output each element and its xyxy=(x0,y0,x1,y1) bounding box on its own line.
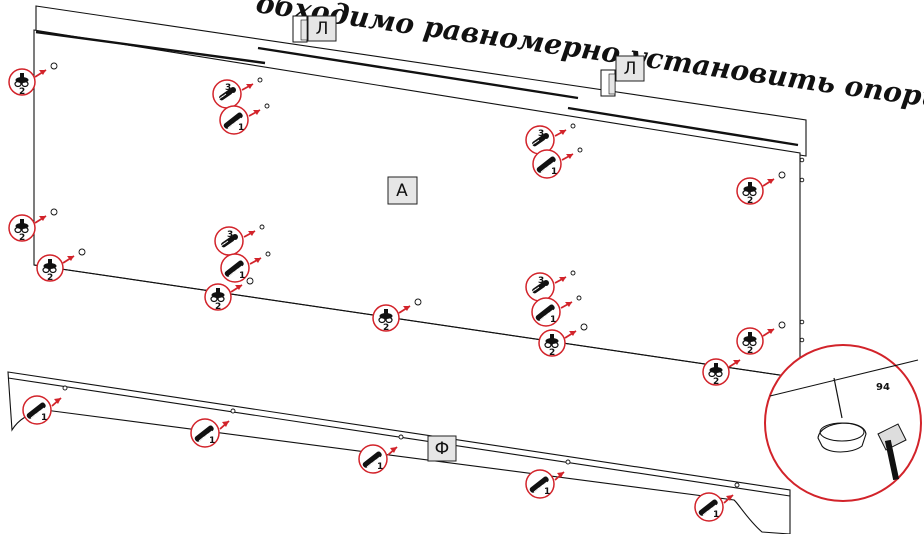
side-panel-left-1 xyxy=(292,15,308,43)
svg-text:Ф: Ф xyxy=(435,439,450,459)
callout-dowel-f1: 1 xyxy=(22,385,68,425)
callout-dowel-f4: 1 xyxy=(525,459,571,499)
callout-glide-2: 2 xyxy=(8,208,58,243)
callout-glide-7: 2 xyxy=(736,171,786,206)
svg-text:2: 2 xyxy=(19,233,25,243)
hammer-icon xyxy=(877,423,907,481)
svg-text:Л: Л xyxy=(316,19,329,39)
svg-text:2: 2 xyxy=(549,348,555,358)
svg-text:Л: Л xyxy=(624,59,637,79)
svg-text:1: 1 xyxy=(544,487,550,497)
panel-f xyxy=(7,371,791,534)
edge-holes xyxy=(799,157,805,343)
callout-glide-9: 2 xyxy=(702,358,741,387)
label-panel-a: А xyxy=(387,176,418,205)
label-side-left-1: Л xyxy=(307,15,337,42)
svg-text:1: 1 xyxy=(551,167,557,177)
svg-text:3: 3 xyxy=(538,276,544,286)
svg-text:1: 1 xyxy=(713,510,719,520)
callout-dowel-f5: 1 xyxy=(694,482,740,522)
label-panel-f: Ф xyxy=(427,435,457,462)
callout-dowel-2: 1 xyxy=(532,147,583,179)
callout-glide-8: 2 xyxy=(736,321,786,356)
callout-glide-3: 2 xyxy=(36,248,86,283)
callout-dowel-f2: 1 xyxy=(190,408,236,448)
side-panel-left-2 xyxy=(600,69,616,97)
detail-part-number: 94 xyxy=(876,382,890,393)
callout-dowel-4: 1 xyxy=(531,295,582,327)
callout-screw-4: 3 xyxy=(525,270,576,302)
svg-text:А: А xyxy=(396,181,408,201)
svg-text:2: 2 xyxy=(383,323,389,333)
callout-glide-6: 2 xyxy=(538,323,588,358)
svg-text:2: 2 xyxy=(747,346,753,356)
callout-dowel-3: 1 xyxy=(220,251,271,283)
callout-glide-1: 2 xyxy=(8,62,58,97)
svg-text:2: 2 xyxy=(19,87,25,97)
svg-text:1: 1 xyxy=(238,123,244,133)
svg-text:2: 2 xyxy=(713,377,719,387)
svg-text:1: 1 xyxy=(377,462,383,472)
svg-text:2: 2 xyxy=(47,273,53,283)
callout-glide-4: 2 xyxy=(204,277,254,312)
svg-text:3: 3 xyxy=(225,83,231,93)
callout-screw-1: 3 xyxy=(212,77,263,109)
svg-text:2: 2 xyxy=(215,302,221,312)
detail-magnifier: 94 xyxy=(764,344,922,502)
callout-glide-5: 2 xyxy=(372,298,422,333)
svg-text:1: 1 xyxy=(41,413,47,423)
svg-text:3: 3 xyxy=(538,129,544,139)
svg-text:1: 1 xyxy=(550,315,556,325)
svg-text:2: 2 xyxy=(747,196,753,206)
svg-text:1: 1 xyxy=(209,436,215,446)
callout-dowel-f3: 1 xyxy=(358,434,404,474)
callout-dowel-1: 1 xyxy=(219,103,270,135)
label-side-left-2: Л xyxy=(615,55,645,82)
svg-text:1: 1 xyxy=(239,271,245,281)
svg-text:3: 3 xyxy=(227,230,233,240)
